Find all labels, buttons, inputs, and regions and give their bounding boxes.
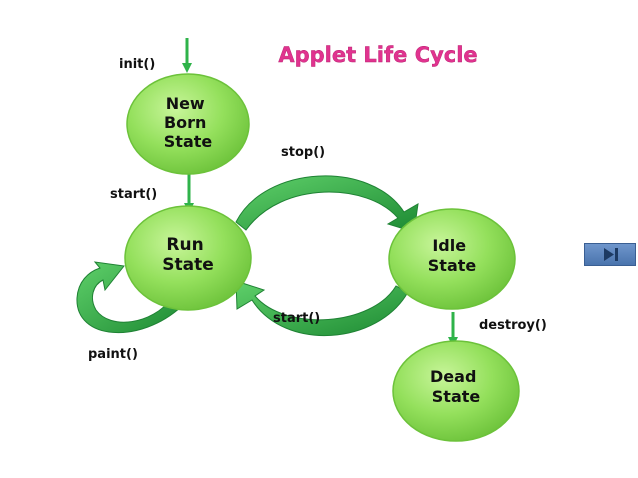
next-slide-button[interactable]	[584, 243, 636, 266]
svg-text:New Born State: New Born State	[164, 94, 213, 151]
run-label-line: Run	[166, 235, 203, 255]
svg-text:Dead State: Dead State	[430, 367, 482, 406]
svg-text:Idle State: Idle State	[428, 236, 477, 275]
start-label-idle: start()	[273, 311, 320, 326]
dead-label-line: Dead	[430, 367, 476, 386]
state-idle	[388, 208, 516, 310]
destroy-label: destroy()	[479, 318, 547, 333]
skip-next-icon	[604, 248, 618, 261]
newborn-label-line: Born	[164, 113, 206, 132]
paint-curved-arrow	[76, 261, 183, 334]
idle-label-line: Idle	[432, 236, 466, 255]
newborn-label-line: State	[164, 132, 213, 151]
run-label-line: State	[162, 255, 214, 275]
svg-text:Run State: Run State	[162, 235, 214, 275]
paint-label: paint()	[88, 347, 138, 362]
newborn-label-line: New	[166, 94, 205, 113]
state-run	[124, 205, 252, 311]
idle-label-line: State	[428, 256, 477, 275]
state-new-born	[126, 73, 250, 175]
stop-curved-arrow	[235, 175, 419, 233]
dead-label-line: State	[432, 387, 481, 406]
state-dead	[392, 340, 520, 442]
start-curved-arrow-idle-to-run	[235, 280, 409, 337]
stop-label: stop()	[281, 145, 325, 160]
diagram-title: Applet Life Cycle	[278, 43, 477, 67]
start-label-newborn: start()	[110, 187, 157, 202]
init-label: init()	[119, 57, 155, 72]
